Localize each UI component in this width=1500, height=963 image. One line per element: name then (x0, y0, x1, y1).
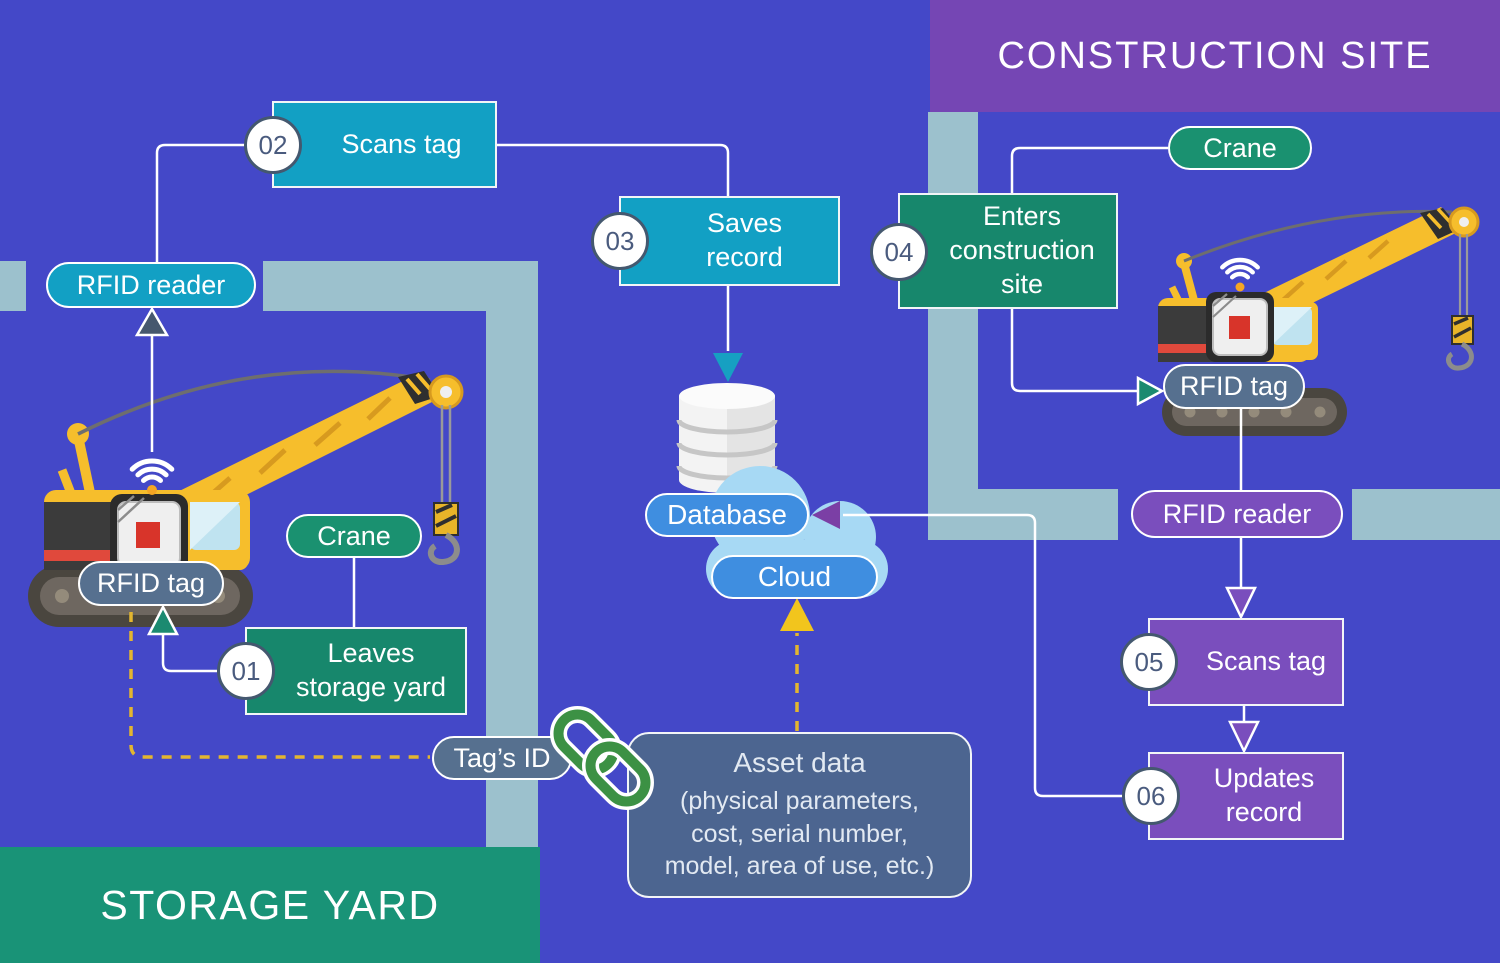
wifi-icon (1220, 257, 1260, 292)
pill-label: RFID reader (1162, 498, 1312, 529)
crane-pill-right: Crane (1168, 126, 1312, 170)
crane-pill-left: Crane (286, 514, 422, 558)
arrow-down-to-database (713, 353, 743, 382)
pill-label: Crane (1203, 132, 1277, 163)
step-card-saves-record: Saves record (619, 196, 840, 286)
rfid-reader-pill-right: RFID reader (1131, 490, 1343, 538)
arrow-up-to-rfid-tag (146, 604, 180, 636)
road-segment (1352, 489, 1500, 540)
step-number: 05 (1134, 646, 1164, 677)
step-number: 04 (884, 236, 914, 267)
database-cylinder-icon (676, 383, 778, 493)
road-segment (263, 261, 538, 311)
construction-site-title: CONSTRUCTION SITE (997, 34, 1433, 77)
arrow-right-to-rfid-tag (1136, 375, 1165, 407)
arrow-up-to-rfid-reader (134, 306, 170, 337)
step-number-badge: 01 (217, 642, 275, 700)
crane-icon (1158, 206, 1480, 436)
step-card-leaves-storage-yard: Leaves storage yard (245, 627, 467, 715)
pill-label: RFID tag (1179, 371, 1289, 401)
storage-yard-title: STORAGE YARD (100, 881, 440, 928)
asset-data-box: Asset data (physical parameters, cost, s… (627, 732, 972, 898)
rfid-tag-module-icon (1206, 292, 1274, 362)
asset-data-title: Asset data (733, 747, 866, 779)
pill-label: Database (667, 499, 787, 530)
step-number-badge: 05 (1120, 633, 1178, 691)
arrow-left-to-database (812, 501, 840, 529)
pill-label: Cloud (757, 561, 832, 592)
cloud-pill: Cloud (711, 555, 878, 599)
road-segment (0, 261, 26, 311)
step-label: Saves record (706, 208, 783, 272)
step-card-scans-tag: Scans tag (272, 101, 497, 188)
construction-site-banner: CONSTRUCTION SITE (930, 0, 1500, 112)
step-label: Leaves storage yard (295, 638, 447, 702)
rfid-tag-module-icon (110, 494, 188, 574)
pill-label: RFID tag (96, 568, 206, 598)
arrow-down-to-scans-tag (1225, 586, 1257, 620)
asset-data-line: cost, serial number, (691, 819, 908, 848)
road-segment (928, 112, 978, 540)
pill-label: Crane (317, 520, 391, 551)
step-number: 02 (258, 129, 288, 160)
step-number-badge: 06 (1122, 767, 1180, 825)
step-label: Updates record (1213, 763, 1315, 827)
step-card-enters-construction-site: Enters construction site (898, 193, 1118, 309)
step-card-scans-tag-2: Scans tag (1148, 618, 1344, 706)
arrow-down-to-updates-record (1228, 720, 1260, 754)
step-card-updates-record: Updates record (1148, 752, 1344, 840)
tags-id-pill: Tag’s ID (432, 736, 572, 780)
rfid-tag-pill-left: RFID tag (78, 561, 224, 606)
asset-data-line: (physical parameters, (680, 787, 919, 816)
step-number: 06 (1136, 780, 1166, 811)
dashed-link-tag-to-tags-id (129, 612, 430, 759)
step-number-badge: 02 (244, 116, 302, 174)
storage-yard-banner: STORAGE YARD (0, 847, 540, 963)
arrow-up-to-cloud (780, 598, 814, 631)
asset-data-line: model, area of use, etc.) (664, 852, 935, 881)
pill-label: Tag’s ID (453, 742, 551, 773)
step-number-badge: 04 (870, 223, 928, 281)
step-number: 03 (605, 225, 635, 256)
pill-label: RFID reader (76, 269, 226, 300)
step-label: Scans tag (341, 128, 462, 159)
rfid-tag-pill-right: RFID tag (1163, 364, 1305, 409)
step-number-badge: 03 (591, 212, 649, 270)
step-number: 01 (231, 655, 261, 686)
rfid-reader-pill-left: RFID reader (46, 262, 256, 308)
wifi-icon (129, 458, 175, 495)
step-label: Scans tag (1205, 646, 1327, 677)
database-pill: Database (645, 493, 809, 537)
step-label: Enters construction site (949, 201, 1095, 299)
